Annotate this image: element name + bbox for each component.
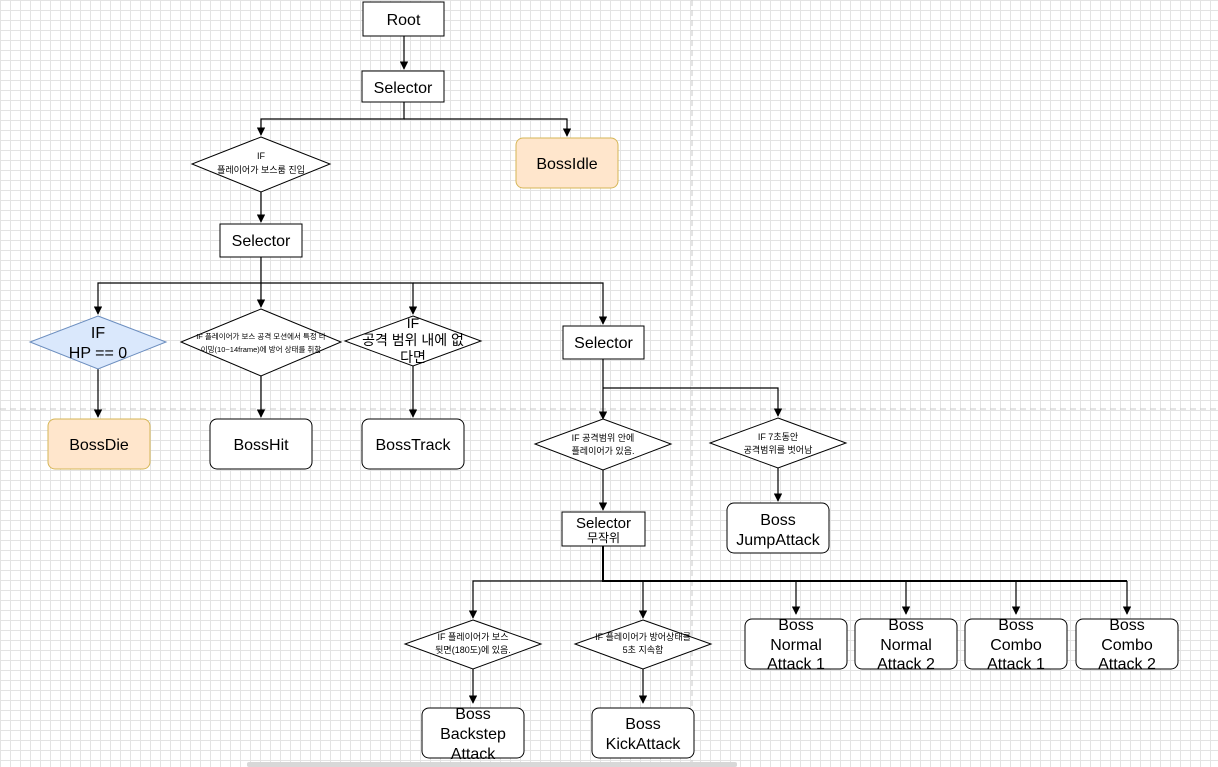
edge-random-behind [468,580,603,619]
kick-attack-line2: KickAttack [606,736,682,753]
cond-in-range-line1: IF 공격범위 안에 [572,432,635,443]
node-boss-idle[interactable]: BossIdle [515,137,619,189]
node-boss-normal-attack-2[interactable]: Boss Normal Attack 2 [854,617,958,673]
selector-random-line1: Selector [576,515,631,532]
cond-in-range-line2: 플레이어가 있음. [572,445,635,456]
node-selector-random[interactable]: Selector 무작위 [561,511,646,547]
boss-die-label: BossDie [69,437,129,454]
node-selector-main-label: Selector [232,233,291,250]
combo-attack-2-line2: Combo [1101,637,1153,654]
node-boss-backstep-attack[interactable]: Boss Backstep Attack [421,706,525,763]
node-selector-main[interactable]: Selector [219,223,303,258]
node-boss-combo-attack-1[interactable]: Boss Combo Attack 1 [964,617,1068,673]
node-selector-top[interactable]: Selector [361,70,445,103]
node-root-label: Root [387,12,421,29]
edge-attack-out7s [603,387,783,417]
normal-attack-1-line2: Normal [770,637,822,654]
node-cond-behind[interactable]: IF 플레이어가 보스 뒷면(180도)에 있음. [403,619,543,670]
cond-behind-line2: 뒷면(180도)에 있음. [435,644,511,655]
node-selector-attack-label: Selector [574,335,633,352]
node-cond-player-enter[interactable]: IF 플레이어가 보스룸 진입 [190,136,332,193]
combo-attack-1-line3: Attack 1 [987,656,1045,673]
node-boss-track[interactable]: BossTrack [361,418,465,470]
cond-out-of-range-line2: 공격 범위 내에 없 [362,332,464,348]
node-cond-out-of-range[interactable]: IF 공격 범위 내에 없 다면 [343,315,483,367]
selector-random-line2: 무작위 [587,531,620,545]
node-cond-hp-zero[interactable]: IF HP == 0 [28,315,168,370]
cond-hp-zero-line2: HP == 0 [69,345,128,362]
node-boss-combo-attack-2[interactable]: Boss Combo Attack 2 [1075,617,1179,673]
node-boss-kick-attack[interactable]: Boss KickAttack [591,707,695,759]
cond-hp-zero-line1: IF [91,325,105,342]
cond-out-of-range-line1: IF [407,315,419,331]
normal-attack-1-line1: Boss [778,617,814,634]
edge-random-bus [602,546,1127,582]
combo-attack-1-line1: Boss [998,617,1034,634]
node-selector-top-label: Selector [374,80,433,97]
cond-defend-line2: 이밍(10~14frame)에 방어 상태를 취함 [201,344,322,354]
horizontal-scrollbar[interactable] [247,762,737,767]
node-boss-hit[interactable]: BossHit [209,418,313,470]
kick-attack-line1: Boss [625,716,661,733]
normal-attack-1-line3: Attack 1 [767,656,825,673]
node-cond-defend-5s[interactable]: IF 플레이어가 방어상태를 5초 지속함 [573,619,713,670]
cond-out-7s-line2: 공격범위를 벗어남 [744,444,813,455]
boss-idle-label: BossIdle [536,156,597,173]
cond-player-enter-line2: 플레이어가 보스룸 진입 [217,164,305,175]
combo-attack-2-line3: Attack 2 [1098,656,1156,673]
backstep-attack-line2: Backstep [440,726,506,743]
edge-selector-idle [404,118,572,137]
boss-jump-attack-line2: JumpAttack [736,532,821,549]
edge-main-attack-selector [413,282,608,325]
boss-hit-label: BossHit [233,437,289,454]
node-boss-normal-attack-1[interactable]: Boss Normal Attack 1 [744,617,848,673]
backstep-attack-line1: Boss [455,706,491,723]
boss-track-label: BossTrack [376,437,452,454]
backstep-attack-line3: Attack [451,746,496,763]
edge-main-hp [93,282,261,315]
cond-defend-5s-line2: 5초 지속함 [623,645,664,655]
normal-attack-2-line2: Normal [880,637,932,654]
edge-selector-branches [256,102,405,136]
cond-behind-line1: IF 플레이어가 보스 [438,632,509,642]
boss-jump-attack-line1: Boss [760,512,796,529]
cond-player-enter-line1: IF [257,151,266,161]
node-cond-in-range[interactable]: IF 공격범위 안에 플레이어가 있음. [533,418,673,471]
node-cond-defend-timing[interactable]: IF 플레이어가 보스 공격 모션에서 특정 타 이밍(10~14frame)에… [179,308,343,377]
node-boss-jump-attack[interactable]: Boss JumpAttack [726,502,830,554]
combo-attack-1-line2: Combo [990,637,1042,654]
connectors [93,36,1132,704]
cond-defend-line1: IF 플레이어가 보스 공격 모션에서 특정 타 [196,331,326,341]
node-cond-out-7s[interactable]: IF 7초동안 공격범위를 벗어남 [708,417,848,469]
normal-attack-2-line3: Attack 2 [877,656,935,673]
cond-out-7s-line1: IF 7초동안 [758,432,798,442]
normal-attack-2-line1: Boss [888,617,924,634]
node-boss-die[interactable]: BossDie [47,418,151,470]
cond-out-of-range-line3: 다면 [400,349,426,365]
edge-main-range [261,282,418,315]
node-selector-attack[interactable]: Selector [562,325,645,360]
cond-defend-5s-line1: IF 플레이어가 방어상태를 [595,632,691,642]
node-root[interactable]: Root [362,1,445,37]
combo-attack-2-line1: Boss [1109,617,1145,634]
